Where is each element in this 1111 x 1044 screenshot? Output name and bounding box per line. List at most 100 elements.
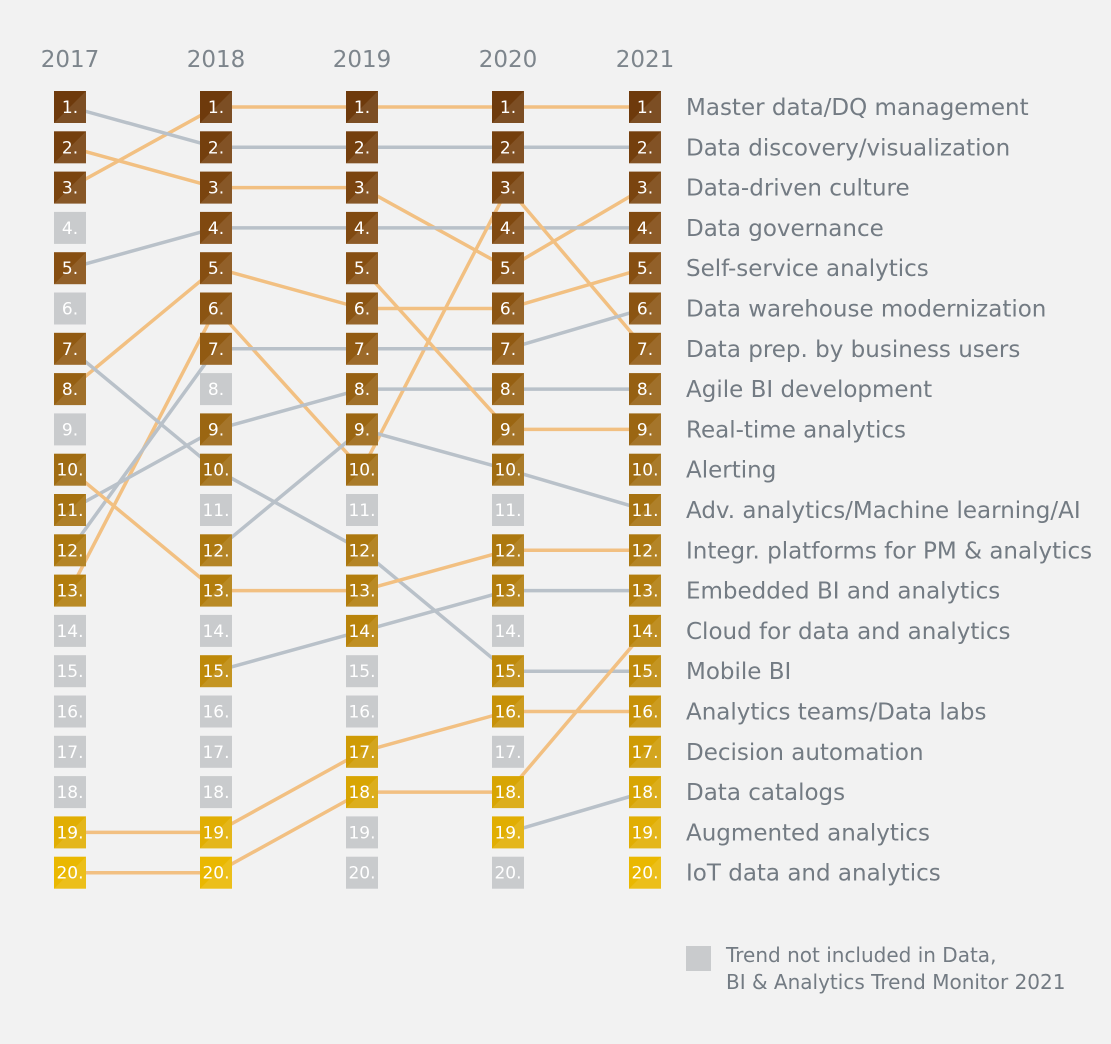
rank-box-2020-1: 1. <box>492 91 524 123</box>
trend-connector-12-2017-2018 <box>68 467 218 593</box>
rank-box-fill <box>54 614 86 647</box>
rank-box-2021-19: 19. <box>629 816 661 849</box>
rank-box-2019-6: 6. <box>346 292 378 325</box>
trend-label-8: Agile BI development <box>686 377 932 403</box>
rank-box-2017-3: 3. <box>54 171 86 204</box>
rank-number: 2. <box>62 138 78 158</box>
rank-number: 8. <box>354 380 370 400</box>
trend-connector-14-2019-2020 <box>360 709 510 754</box>
trend-connector-2-2017-2018 <box>68 105 218 150</box>
rank-box-2021-16: 16. <box>629 695 661 728</box>
rank-box-fill <box>346 332 378 365</box>
rank-box-shade <box>629 816 661 849</box>
rank-box-2019-8: 8. <box>346 373 378 406</box>
rank-box-fill <box>346 856 378 889</box>
rank-box-shade <box>629 413 661 446</box>
trend-connector-6-2018-2019 <box>214 306 364 472</box>
rank-number: 17. <box>56 743 83 763</box>
rank-box-2019-12: 12. <box>346 534 378 567</box>
rank-box-shade <box>629 534 661 567</box>
trend-connector-14-2018-2019 <box>214 750 364 835</box>
rank-number: 13. <box>348 582 375 602</box>
rank-number: 12. <box>202 541 229 561</box>
rank-number: 13. <box>631 582 658 602</box>
rank-box-fill <box>200 614 232 647</box>
rank-box-2021-5: 5. <box>629 252 661 285</box>
rank-number: 20. <box>56 864 83 884</box>
rank-number: 13. <box>202 582 229 602</box>
rank-box-2018-5: 5. <box>200 252 232 285</box>
rank-box-fill <box>492 211 524 244</box>
rank-number: 20. <box>631 864 658 884</box>
rank-box-shade <box>492 332 524 365</box>
rank-box-fill <box>54 131 86 164</box>
rank-number: 1. <box>637 98 653 118</box>
rank-box-fill <box>200 91 232 123</box>
rank-box-fill <box>200 494 232 526</box>
rank-box-2021-7: 7. <box>629 332 661 365</box>
trend-label-7: Data prep. by business users <box>686 337 1020 363</box>
rank-box-fill <box>346 131 378 164</box>
rank-box-fill <box>629 413 661 446</box>
rank-box-fill <box>346 413 378 446</box>
rank-number: 20. <box>494 864 521 884</box>
rank-box-fill <box>54 776 86 809</box>
rank-box-fill <box>492 453 524 486</box>
rank-number: 19. <box>56 823 83 843</box>
rank-box-2020-11: 11. <box>492 494 524 526</box>
rank-box-shade <box>54 171 86 204</box>
rank-box-shade <box>346 91 378 123</box>
rank-box-shade <box>54 453 86 486</box>
rank-number: 3. <box>637 179 653 199</box>
rank-box-fill <box>200 574 232 607</box>
rank-number: 7. <box>637 340 653 360</box>
rank-box-2021-4: 4. <box>629 211 661 244</box>
year-label-2020: 2020 <box>479 47 538 73</box>
rank-box-2019-20: 20. <box>346 856 378 889</box>
rank-box-2017-10: 10. <box>54 453 86 486</box>
rank-box-2019-4: 4. <box>346 211 378 244</box>
rank-box-fill <box>54 171 86 204</box>
rank-box-fill <box>346 776 378 809</box>
rank-number: 1. <box>354 98 370 118</box>
rank-box-fill <box>346 453 378 486</box>
rank-box-2020-17: 17. <box>492 735 524 768</box>
rank-box-2018-2: 2. <box>200 131 232 164</box>
rank-box-shade <box>54 373 86 406</box>
rank-box-shade <box>346 534 378 567</box>
rank-box-2021-11: 11. <box>629 494 661 526</box>
rank-box-fill <box>492 574 524 607</box>
rank-box-fill <box>629 332 661 365</box>
trend-connector-10-2017-2018 <box>68 347 218 472</box>
year-label-2018: 2018 <box>187 47 246 73</box>
rank-box-2018-12: 12. <box>200 534 232 567</box>
rank-box-2020-6: 6. <box>492 292 524 325</box>
rank-box-shade <box>200 655 232 688</box>
rank-box-fill <box>200 816 232 849</box>
rank-box-fill <box>200 332 232 365</box>
trend-label-17: Decision automation <box>686 740 924 766</box>
rank-box-shade <box>200 816 232 849</box>
rank-number: 4. <box>208 219 224 239</box>
rank-box-shade <box>629 494 661 526</box>
rank-box-shade <box>492 171 524 204</box>
rank-box-2021-20: 20. <box>629 856 661 889</box>
rank-box-shade <box>346 373 378 406</box>
rank-box-fill <box>492 131 524 164</box>
rank-number: 10. <box>631 461 658 481</box>
rank-box-fill <box>629 574 661 607</box>
rank-box-shade <box>346 252 378 285</box>
rank-number: 5. <box>500 259 516 279</box>
rank-box-2020-8: 8. <box>492 373 524 406</box>
rank-box-shade <box>54 574 86 607</box>
rank-box-fill <box>200 695 232 728</box>
rank-number: 1. <box>62 98 78 118</box>
rank-number: 6. <box>62 300 78 320</box>
rank-box-shade <box>629 252 661 285</box>
rank-number: 7. <box>500 340 516 360</box>
rank-box-shade <box>200 292 232 325</box>
rank-box-2021-17: 17. <box>629 735 661 768</box>
rank-number: 19. <box>631 823 658 843</box>
rank-number: 15. <box>348 662 375 682</box>
trend-connector-3-2017-2018 <box>68 145 218 190</box>
